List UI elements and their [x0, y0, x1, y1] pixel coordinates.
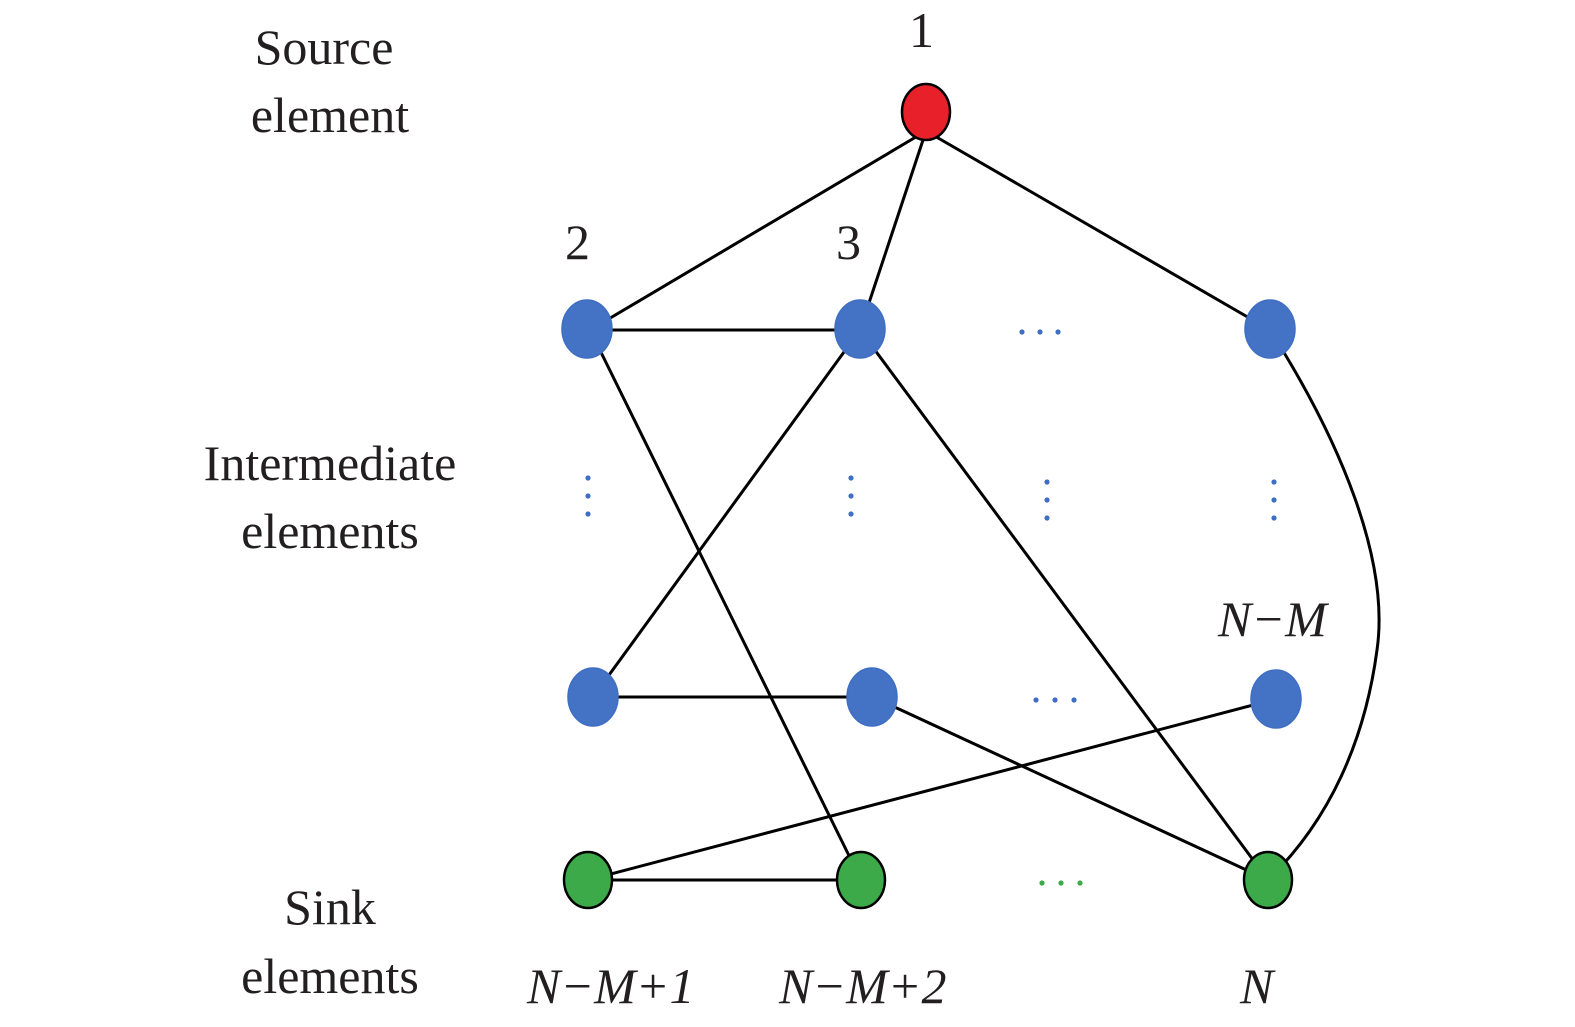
intermediate-node-top-right — [1244, 299, 1296, 359]
edge-1-to-3 — [858, 130, 928, 331]
source-row-label-line2: element — [251, 87, 409, 143]
edge-lower-middle-to-sink-right — [872, 695, 1269, 882]
node-label-1: 1 — [909, 2, 934, 58]
intermediate-node-n-minus-m — [1250, 669, 1302, 729]
horizontal-ellipsis-lower-row — [1033, 697, 1077, 703]
edge-3-to-lower-left — [591, 329, 862, 698]
vertical-ellipsis-col-4 — [1271, 479, 1277, 521]
horizontal-ellipsis-top-row — [1019, 329, 1061, 335]
edges — [587, 129, 1381, 882]
vertical-ellipsis-col-3 — [1044, 479, 1050, 521]
intermediate-row-label-line1: Intermediate — [204, 435, 457, 491]
sink-node-left — [562, 850, 614, 910]
horizontal-ellipsis-sink-row — [1039, 880, 1083, 886]
edge-1-to-intermediate-right — [925, 129, 1271, 332]
sink-row-label-line2: elements — [241, 948, 419, 1004]
vertical-ellipsis-col-1 — [585, 475, 591, 517]
sink-node-middle — [835, 850, 887, 910]
node-labels: 1 2 3 N−M N−M+1 N−M+2 N — [526, 2, 1329, 1014]
edge-2-to-sink-middle — [588, 329, 863, 881]
intermediate-node-lower-middle — [846, 667, 898, 727]
edge-nm-to-sink-left — [587, 697, 1277, 882]
source-node-1 — [900, 82, 952, 142]
edge-right-curve-to-sink-right — [1266, 329, 1381, 882]
vertical-ellipsis-col-2 — [848, 475, 854, 517]
sink-node-right — [1242, 850, 1294, 910]
nodes — [561, 82, 1302, 910]
sink-row-label-line1: Sink — [284, 879, 376, 935]
node-label-n-minus-m-plus-2: N−M+2 — [778, 958, 946, 1014]
intermediate-row-label-line2: elements — [241, 503, 419, 559]
edge-3-to-sink-right — [858, 329, 1270, 881]
node-label-3: 3 — [836, 214, 861, 270]
node-label-n-minus-m-plus-1: N−M+1 — [526, 958, 694, 1014]
node-label-n: N — [1239, 958, 1276, 1014]
intermediate-node-2 — [561, 299, 613, 359]
edge-1-to-2 — [589, 129, 927, 332]
intermediate-node-lower-left — [567, 667, 619, 727]
source-row-label-line1: Source — [255, 19, 394, 75]
intermediate-node-3 — [834, 299, 886, 359]
row-labels: Source element Intermediate elements Sin… — [204, 19, 457, 1004]
node-label-2: 2 — [565, 214, 590, 270]
ellipsis-marks — [585, 329, 1277, 886]
node-label-n-minus-m: N−M — [1217, 591, 1329, 647]
